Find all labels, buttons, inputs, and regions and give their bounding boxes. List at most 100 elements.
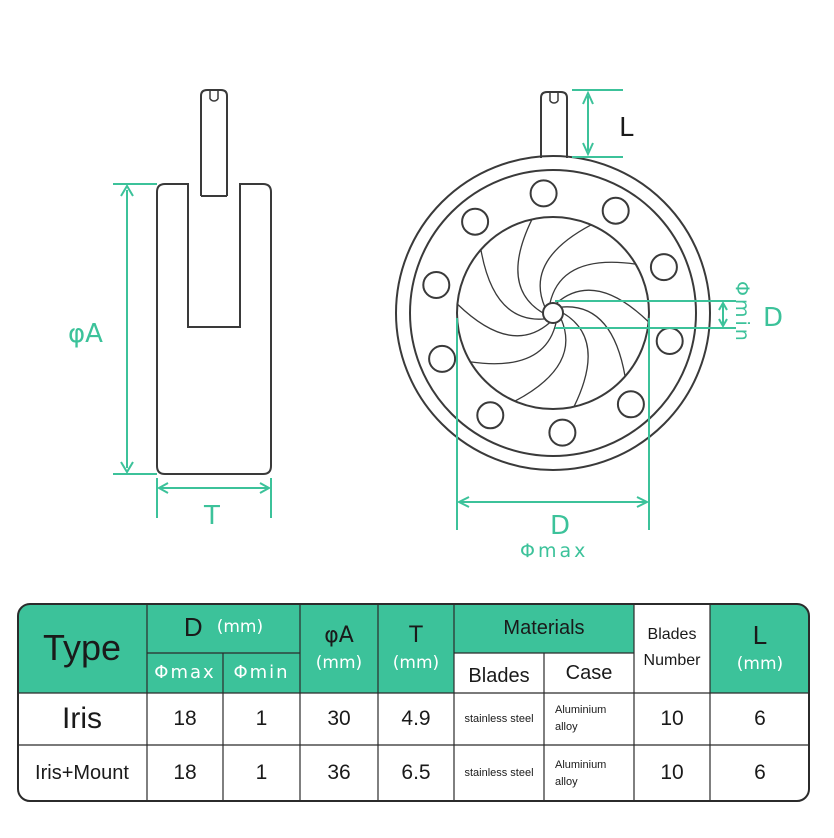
header-phi-a-label: φA — [324, 622, 354, 648]
row-phi-a-value: 30 — [327, 706, 351, 730]
header-t-label: T — [409, 622, 423, 648]
header-materials-label: Materials — [503, 616, 585, 639]
row-blades-value: stainless steel — [464, 767, 534, 780]
front-dimensions — [456, 89, 736, 530]
header-case: Case — [544, 653, 634, 693]
mounting-hole — [655, 327, 684, 355]
spec-table: Type D (mm) Φmax Φmin φA (mm) T (mm) Mat… — [17, 603, 810, 802]
iris-blade-edge — [470, 322, 557, 365]
header-phi-max-label: Φmax — [154, 661, 216, 683]
iris-blade-edge — [561, 306, 626, 377]
row-t-value: 6.5 — [401, 761, 431, 785]
table-grid — [17, 603, 810, 802]
iris-diagram: φA T L D Φmin D Φma — [68, 89, 783, 562]
table-row-iris-blades: stainless steel — [454, 693, 544, 745]
header-blades-number-line2: Number — [643, 652, 701, 669]
table-row-mount-phi-min: 1 — [223, 745, 300, 802]
iris-blade-edge — [539, 224, 592, 308]
header-phi-a-unit: (mm) — [315, 652, 363, 673]
table-row-mount-phi-max: 18 — [147, 745, 223, 802]
mounting-hole — [422, 271, 451, 299]
table-row-iris-case: Aluminium alloy — [544, 693, 634, 745]
header-t-unit: (mm) — [392, 652, 440, 673]
row-blade-count-value: 10 — [660, 761, 684, 785]
header-d-label: D — [183, 612, 203, 643]
row-blade-count-value: 10 — [660, 706, 684, 730]
table-row-mount-t: 6.5 — [378, 745, 454, 802]
header-phi-min: Φmin — [223, 653, 300, 693]
row-type-value: Iris — [62, 701, 102, 735]
table-row-mount-case: Aluminium alloy — [544, 745, 634, 802]
table-row-iris-t: 4.9 — [378, 693, 454, 745]
iris-blade-edge — [517, 219, 544, 314]
row-t-value: 4.9 — [401, 706, 431, 730]
header-blades-number-line1: Blades — [647, 625, 697, 643]
table-row-mount-blade-count: 10 — [634, 745, 710, 802]
row-phi-max-value: 18 — [173, 761, 197, 785]
front-view — [395, 91, 711, 471]
mounting-hole — [461, 207, 490, 236]
table-row-iris-phi-min: 1 — [223, 693, 300, 745]
table-row-mount-blades: stainless steel — [454, 745, 544, 802]
header-l: L (mm) — [710, 603, 810, 693]
table-row-iris-blade-count: 10 — [634, 693, 710, 745]
table-row-iris-l: 6 — [710, 693, 810, 745]
header-l-label: L — [752, 620, 768, 651]
table-row-mount-phi-a: 36 — [300, 745, 378, 802]
row-case-value-line2: alloy — [555, 775, 578, 788]
table-row-iris-phi-max: 18 — [147, 693, 223, 745]
mounting-hole — [616, 390, 645, 419]
header-type: Type — [17, 603, 147, 693]
row-phi-min-value: 1 — [255, 761, 268, 785]
side-dimensions — [113, 183, 272, 518]
iris-blade-edge — [549, 261, 636, 304]
header-l-unit: (mm) — [736, 654, 784, 675]
row-l-value: 6 — [754, 761, 766, 785]
mounting-hole — [601, 196, 630, 225]
mounting-hole — [649, 253, 678, 282]
row-phi-max-value: 18 — [173, 706, 197, 730]
row-case-value-line2: alloy — [555, 721, 578, 733]
mounting-hole — [428, 344, 457, 373]
header-materials: Materials — [454, 603, 634, 653]
mounting-hole — [548, 418, 577, 447]
iris-blade-edge — [555, 289, 650, 323]
row-case-value-line1: Aluminium — [555, 758, 607, 771]
iris-blade-edge — [562, 312, 589, 407]
header-t: T (mm) — [378, 603, 454, 693]
lever-length-label: L — [619, 113, 634, 143]
side-view — [156, 89, 272, 475]
header-blades-number: Blades Number — [634, 603, 710, 693]
height-label: φA — [68, 319, 103, 349]
mounting-holes — [422, 179, 684, 447]
row-blades-value: stainless steel — [464, 712, 534, 725]
header-phi-min-label: Φmin — [233, 661, 290, 683]
header-d-unit: (mm) — [216, 617, 264, 638]
table-row-mount-type: Iris+Mount — [17, 745, 147, 802]
header-type-label: Type — [42, 627, 122, 669]
row-phi-min-value: 1 — [255, 706, 268, 730]
min-aperture-label: D — [763, 303, 783, 333]
table-row-iris-type: Iris — [17, 693, 147, 745]
iris-blade-edge — [456, 303, 551, 337]
min-aperture-sub-label: Φmin — [731, 281, 753, 344]
header-phi-max: Φmax — [147, 653, 223, 693]
iris-blades — [456, 219, 650, 407]
header-blades-label: Blades — [468, 664, 530, 687]
thickness-label: T — [203, 501, 220, 531]
table-row-mount-l: 6 — [710, 745, 810, 802]
row-type-value: Iris+Mount — [35, 762, 129, 784]
row-l-value: 6 — [754, 706, 766, 730]
header-case-label: Case — [565, 661, 613, 684]
row-phi-a-value: 36 — [327, 761, 351, 785]
mounting-hole — [529, 179, 558, 208]
max-aperture-sub-label: Φmax — [520, 540, 588, 562]
header-blades: Blades — [454, 653, 544, 693]
header-d: D (mm) — [147, 603, 300, 653]
table-row-iris-phi-a: 30 — [300, 693, 378, 745]
row-case-value-line1: Aluminium — [555, 704, 607, 717]
header-phi-a: φA (mm) — [300, 603, 378, 693]
max-aperture-label: D — [550, 511, 570, 541]
mounting-hole — [476, 401, 505, 430]
iris-blade-edge — [480, 249, 545, 320]
